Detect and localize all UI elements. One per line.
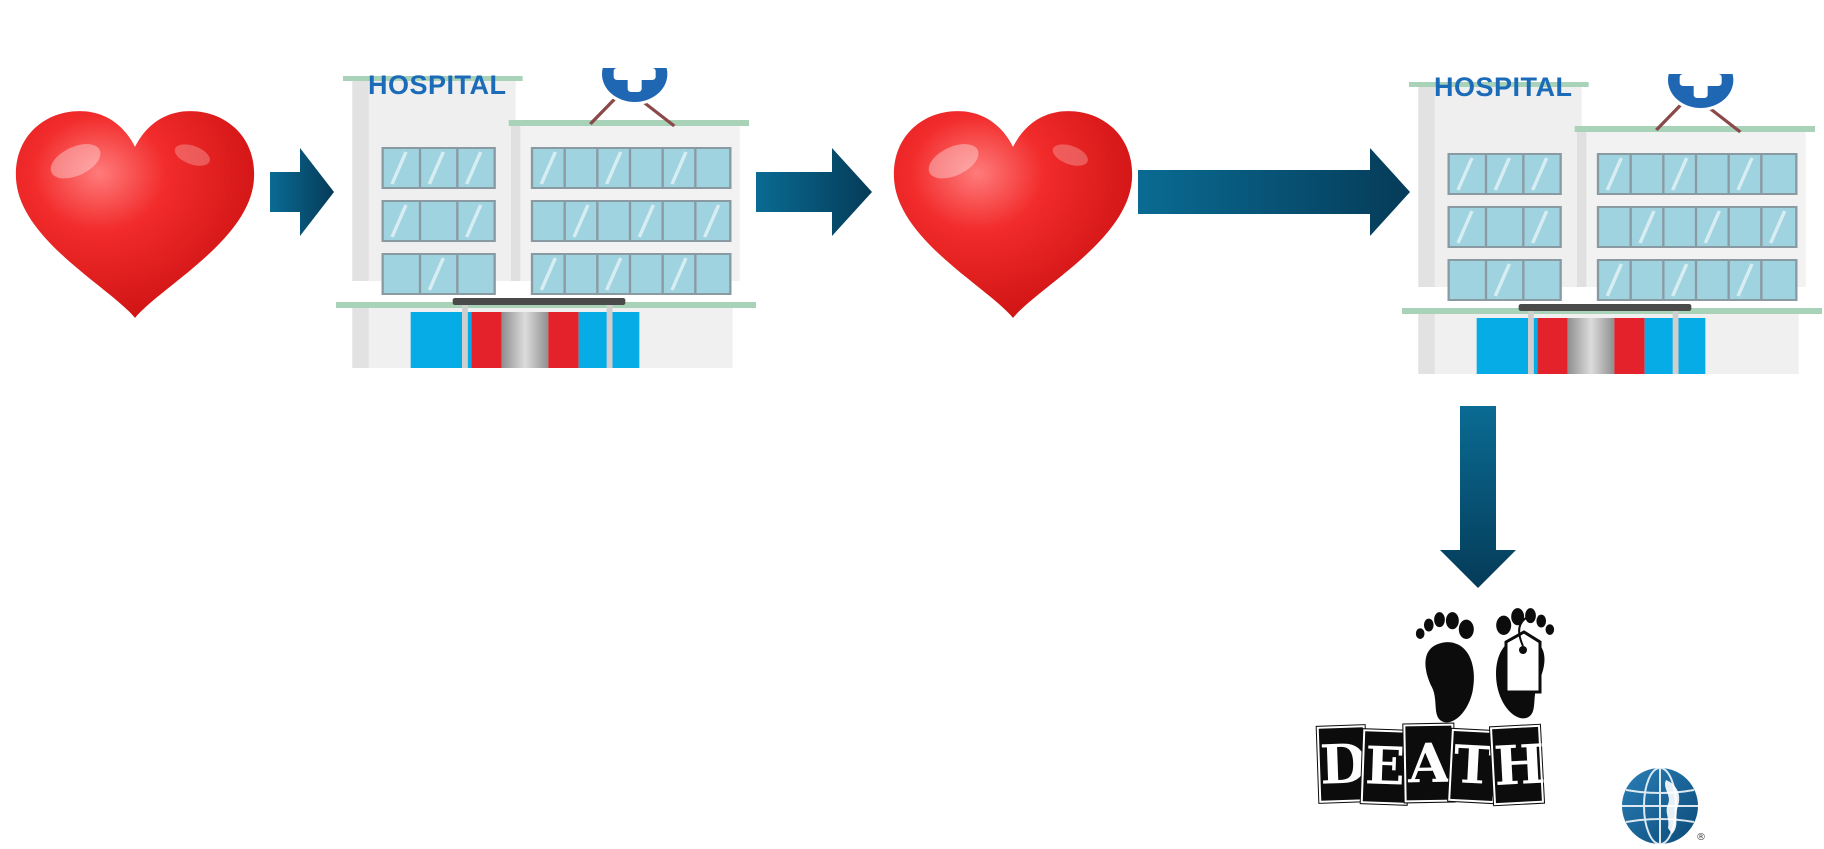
- death-letter: H: [1492, 731, 1547, 799]
- heart-icon: [888, 108, 1138, 323]
- death-letter-tile: E: [1360, 729, 1410, 805]
- death-letter: A: [1407, 730, 1451, 796]
- death-letter-tile: D: [1316, 725, 1368, 803]
- hospital-sign: HOSPITAL: [368, 70, 507, 100]
- heart-icon: [10, 108, 260, 323]
- death-icon: D E A T H: [1316, 606, 1568, 806]
- death-letter-tile: A: [1403, 723, 1455, 803]
- hospital-sign: HOSPITAL: [1434, 72, 1573, 102]
- footprints-icon: [1414, 606, 1562, 731]
- arrow-down-icon: [1440, 406, 1516, 588]
- death-letter: E: [1364, 735, 1406, 798]
- death-letter-tile: H: [1489, 724, 1547, 806]
- arrow-right-icon: [270, 148, 334, 236]
- death-letter: T: [1452, 734, 1494, 797]
- arrow-right-icon: [756, 148, 872, 236]
- death-letter: D: [1318, 731, 1368, 797]
- registered-mark: ®: [1696, 832, 1706, 843]
- hospital-icon: HOSPITAL: [336, 40, 756, 380]
- hospital-icon: HOSPITAL: [1402, 46, 1822, 386]
- arrow-right-icon: [1138, 148, 1410, 236]
- globe-logo-icon: ®: [1616, 766, 1706, 846]
